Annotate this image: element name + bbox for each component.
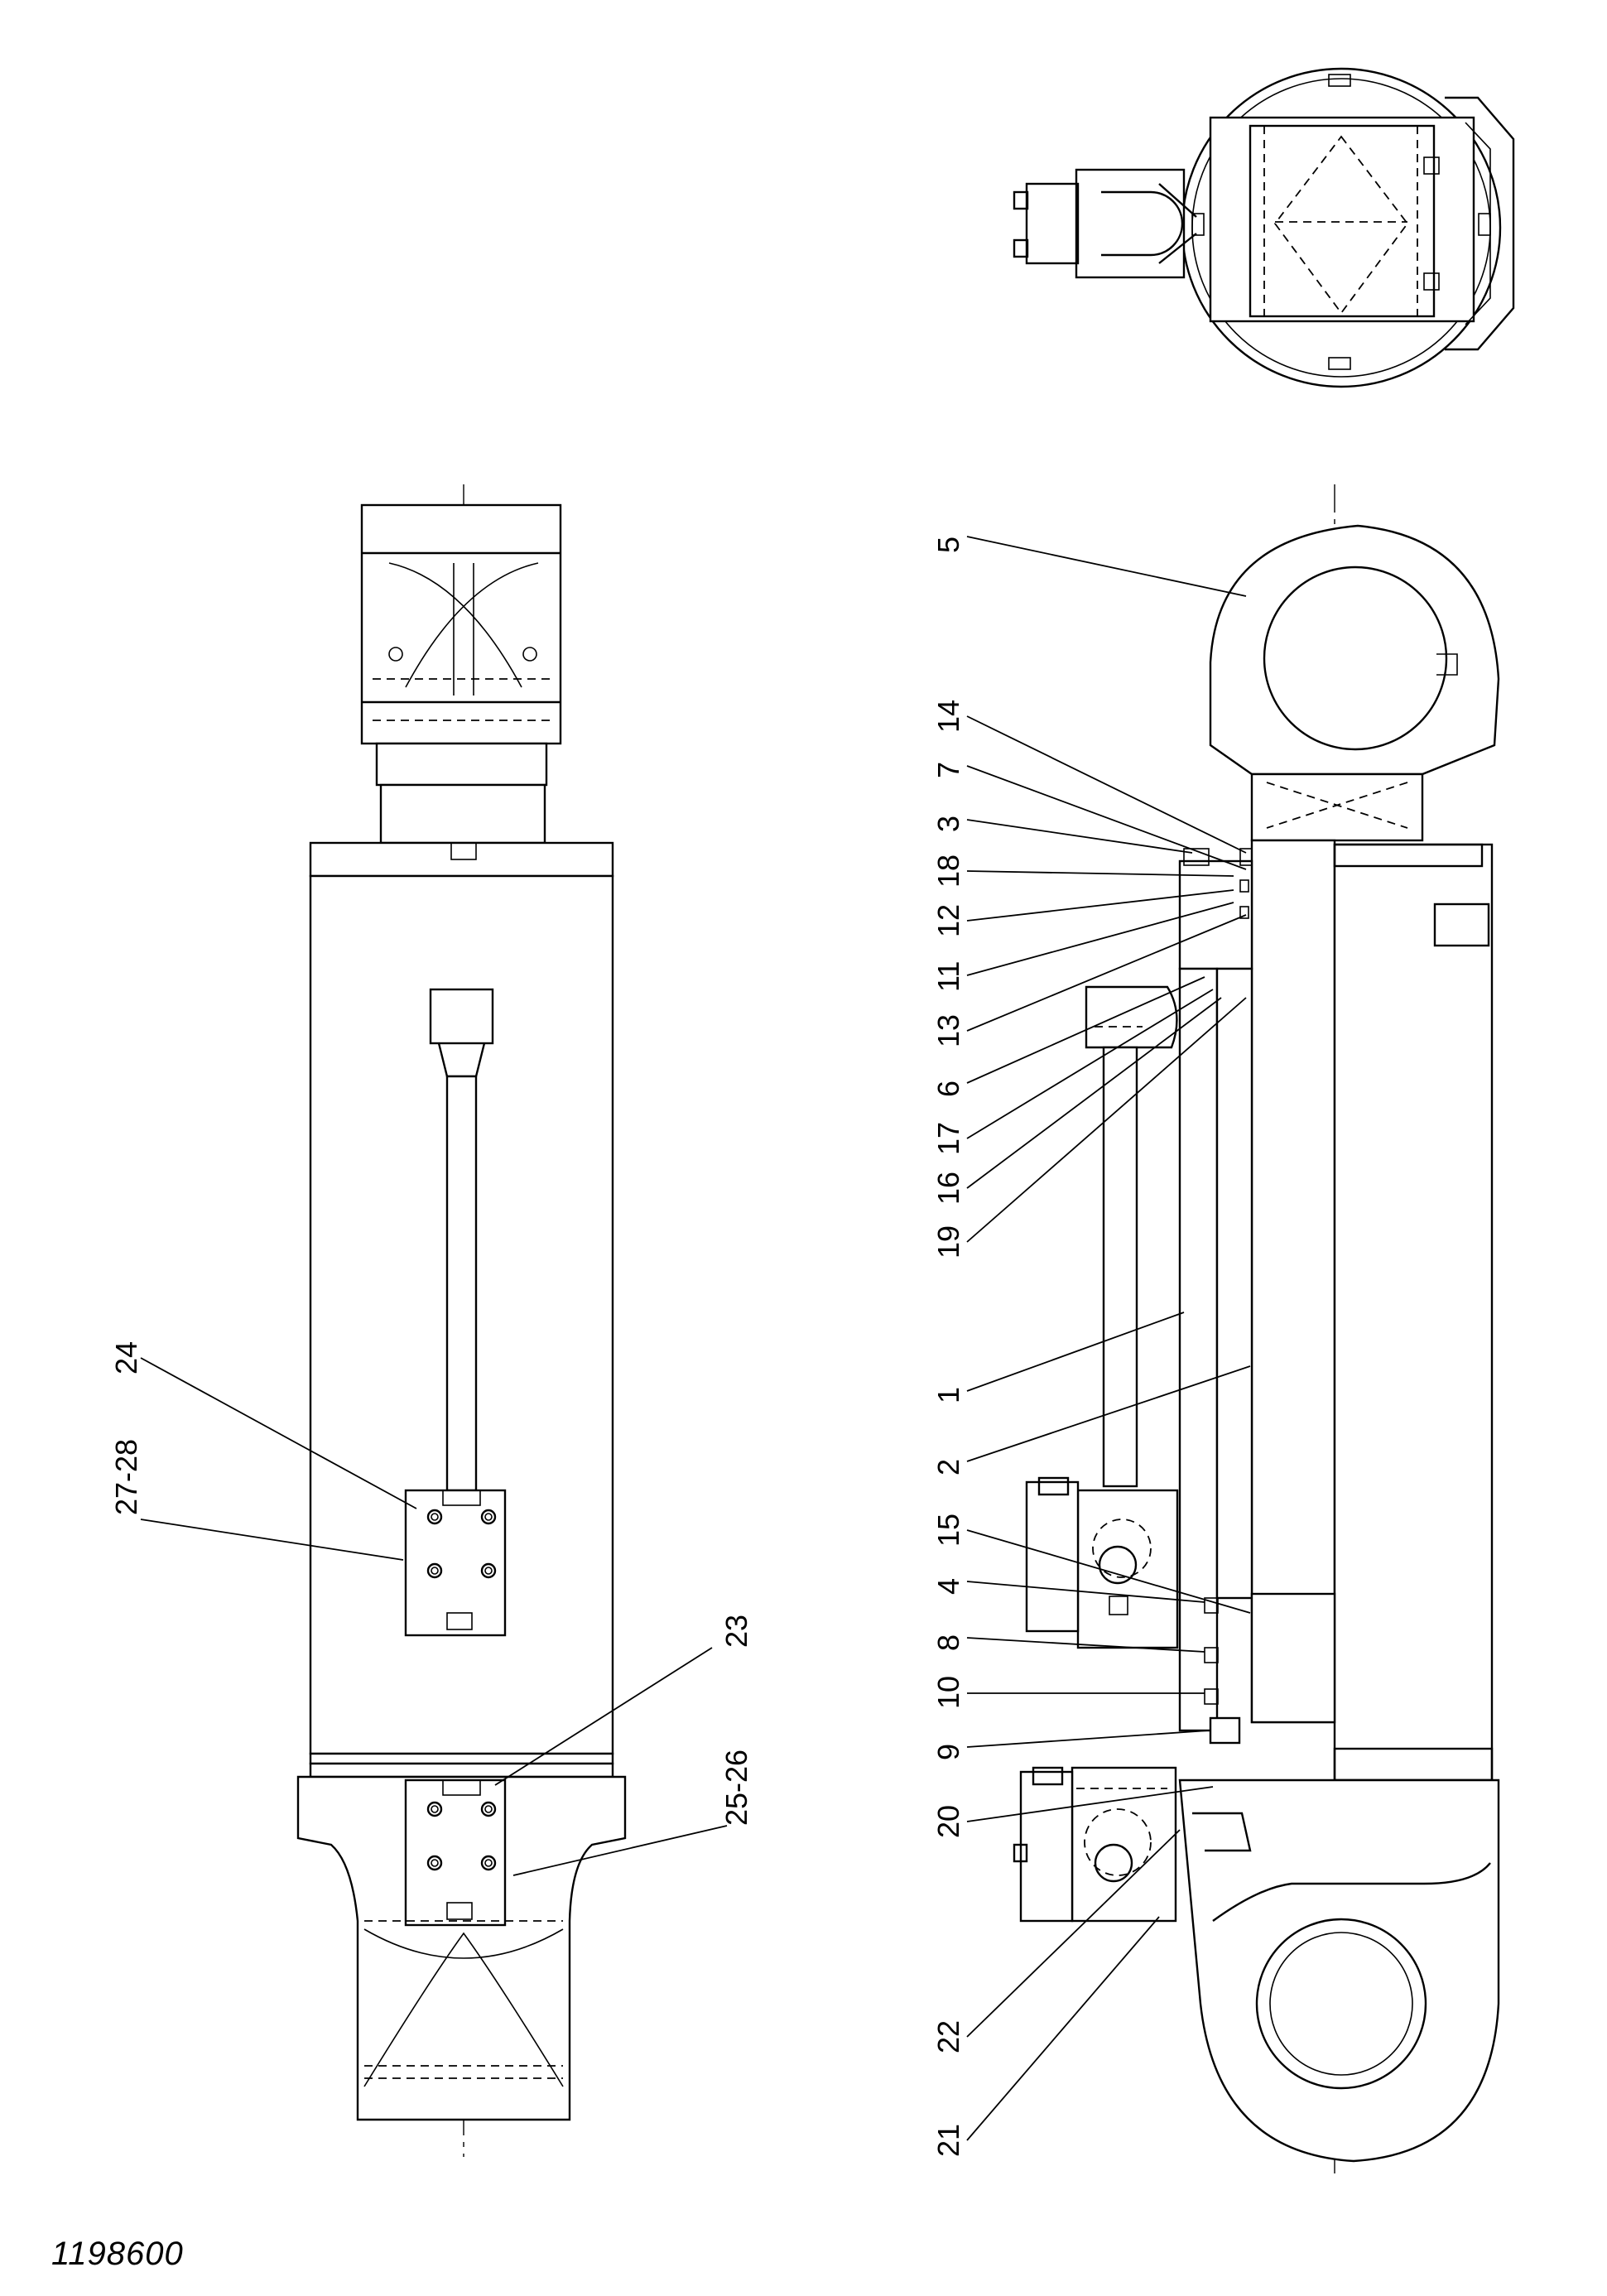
- callout-15: 15: [931, 1514, 965, 1547]
- callout-7: 7: [931, 762, 965, 778]
- callout-18: 18: [931, 854, 965, 888]
- callout-5: 5: [931, 537, 965, 553]
- callout-24: 24: [109, 1341, 143, 1374]
- callout-labels: 5 14 7 3 18 12 11 13 6 17 16 19 1 2 15 4…: [109, 537, 965, 2157]
- callout-23: 23: [719, 1615, 753, 1648]
- side-view: [1013, 484, 1500, 2173]
- callout-3: 3: [931, 816, 965, 832]
- callout-27-28: 27-28: [109, 1439, 143, 1515]
- callout-13: 13: [931, 1014, 965, 1047]
- end-view: [1013, 67, 1515, 388]
- callout-16: 16: [931, 1172, 965, 1205]
- callout-9: 9: [931, 1744, 965, 1760]
- callout-2: 2: [931, 1459, 965, 1475]
- front-view: [296, 484, 627, 2157]
- callout-11: 11: [931, 961, 965, 992]
- callout-17: 17: [931, 1122, 965, 1155]
- drawing-number: 1198600: [51, 2236, 184, 2272]
- callout-20: 20: [931, 1805, 965, 1838]
- callout-22: 22: [931, 2020, 965, 2053]
- callout-6: 6: [931, 1081, 965, 1097]
- callout-14: 14: [931, 700, 965, 733]
- callout-10: 10: [931, 1676, 965, 1709]
- leader-lines: [140, 536, 1251, 2141]
- callout-4: 4: [931, 1578, 965, 1595]
- callout-21: 21: [931, 2124, 965, 2157]
- callout-12: 12: [931, 904, 965, 937]
- callout-25-26: 25-26: [719, 1750, 753, 1826]
- callout-8: 8: [931, 1634, 965, 1651]
- callout-19: 19: [931, 1225, 965, 1259]
- callout-1: 1: [931, 1387, 965, 1403]
